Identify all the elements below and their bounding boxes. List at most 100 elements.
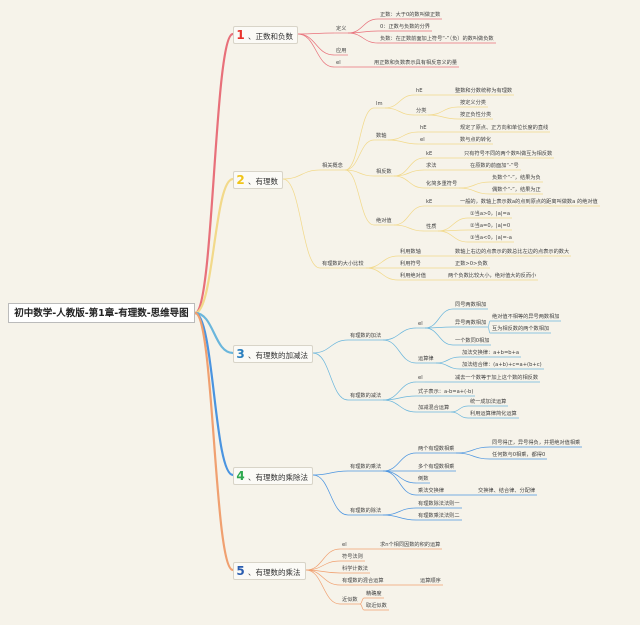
topic-node[interactable]: 式子表示：a-b=a+(-b)	[418, 389, 474, 395]
branch-connector	[424, 327, 454, 346]
branch-connector	[487, 326, 491, 334]
branch-connector	[365, 255, 399, 269]
topic-node[interactable]: 数轴	[376, 133, 387, 139]
branch-connector	[458, 181, 491, 189]
chapter-2-rational-numbers[interactable]: 2、有理数	[233, 171, 283, 189]
topic-node[interactable]: 加法结合律：(a+b)+c=a+(b+c)	[462, 362, 542, 368]
topic-node[interactable]: 统一成加法运算	[470, 399, 507, 405]
root-topic[interactable]: 初中数学-人教版-第1章-有理数-思维导图	[8, 303, 195, 323]
chapter-label: 、有理数	[248, 177, 278, 186]
topic-node[interactable]: 有理数的除法	[350, 508, 382, 514]
topic-node[interactable]: 在原数的前面加“-”号	[470, 163, 519, 169]
topic-node[interactable]: 利用数轴	[400, 249, 421, 255]
topic-node[interactable]: 倒数	[418, 476, 429, 482]
topic-node[interactable]: 数轴上右边的点表示的数总比左边的点表示的数大	[455, 249, 570, 255]
topic-node[interactable]: 相关概念	[322, 163, 343, 169]
branch-connector	[393, 169, 425, 177]
topic-node[interactable]: 有理数乘法法则二	[418, 513, 460, 519]
topic-node[interactable]: 近似数	[342, 597, 358, 603]
topic-node[interactable]: 一个数同0相加	[455, 338, 490, 344]
topic-node[interactable]: 任何数与0相乘，都得0	[492, 452, 546, 458]
topic-node[interactable]: 按定义分类	[460, 100, 486, 106]
topic-node[interactable]: 0：正数与负数的分界	[380, 24, 430, 30]
topic-node[interactable]: 交换律、结合律、分配律	[478, 488, 536, 494]
topic-node[interactable]: ③当a<0，|a|=-a	[470, 235, 512, 241]
topic-node[interactable]: kE	[426, 199, 433, 205]
topic-node[interactable]: 异号两数相加	[455, 320, 487, 326]
branch-connector	[424, 308, 454, 329]
branch-connector	[437, 217, 469, 232]
branch-connector	[427, 106, 459, 116]
topic-node[interactable]: 正数>0>负数	[455, 261, 488, 267]
chapter-label: 、有理数的乘除法	[248, 473, 308, 482]
topic-node[interactable]: 两个负数比较大小，绝对值大的反而小	[448, 273, 537, 279]
topic-node[interactable]: 两个有理数相乘	[418, 446, 455, 452]
topic-node[interactable]: 互为相反数的两个数相加	[492, 326, 550, 332]
topic-node[interactable]: kE	[426, 151, 433, 157]
chapter-1-positive-negative[interactable]: 1、正数和负数	[233, 26, 298, 44]
topic-node[interactable]: 利用运算律简化运算	[470, 411, 517, 417]
topic-node[interactable]: 性质	[426, 224, 437, 230]
chapter-4-multiply-divide[interactable]: 4、有理数的乘除法	[233, 467, 313, 485]
branch-connector	[312, 474, 349, 516]
topic-node[interactable]: 利用符号	[400, 261, 421, 267]
topic-node[interactable]: 有理数的乘法	[350, 464, 382, 470]
topic-node[interactable]: el	[342, 542, 347, 548]
topic-node[interactable]: 多个有理数相乘	[418, 464, 455, 470]
topic-node[interactable]: 有理数的加法	[350, 333, 382, 339]
topic-node[interactable]: 化简多重符号	[426, 181, 458, 187]
topic-node[interactable]: 正数：大于0的数叫做正数	[380, 12, 441, 18]
topic-node[interactable]: 科学计数法	[342, 566, 368, 572]
topic-node[interactable]: lm	[376, 101, 383, 107]
topic-node[interactable]: 求法	[426, 163, 437, 169]
branch-connector	[344, 169, 375, 226]
topic-node[interactable]: hE	[416, 88, 423, 94]
topic-node[interactable]: ①当a>0，|a|=a	[470, 211, 511, 217]
topic-node[interactable]: 规定了原点、正方向和单位长度的直线	[460, 125, 549, 131]
topic-node[interactable]: 绝对值	[376, 218, 392, 224]
topic-node[interactable]: 运算顺序	[420, 578, 441, 584]
topic-node[interactable]: 偶数个“-”，结果为正	[492, 187, 541, 193]
topic-node[interactable]: 有理数除法法则一	[418, 501, 460, 507]
topic-node[interactable]: 同号两数相加	[455, 302, 487, 308]
topic-node[interactable]: 利用绝对值	[400, 273, 426, 279]
topic-node[interactable]: 有理数的减法	[350, 393, 382, 399]
topic-node[interactable]: 负数个“-”，结果为负	[492, 175, 541, 181]
topic-node[interactable]: 只有符号不同的两个数叫做互为相反数	[464, 151, 553, 157]
topic-node[interactable]: 减去一个数等于加上这个数的相反数	[455, 375, 539, 381]
topic-node[interactable]: 乘法交换律	[418, 488, 444, 494]
branch-root-to-chapter-5	[193, 311, 235, 572]
topic-node[interactable]: 整数和分数统称为有理数	[455, 88, 513, 94]
topic-node[interactable]: el	[418, 375, 423, 381]
topic-node[interactable]: 相反数	[376, 169, 392, 175]
topic-node[interactable]: 负数：在正数前面加上符号“-”（负）的数叫做负数	[380, 36, 494, 42]
topic-node[interactable]: 求n个相同因数的积的运算	[380, 542, 441, 548]
topic-node[interactable]: 按正负性分类	[460, 112, 492, 118]
topic-node[interactable]: 分类	[416, 108, 427, 114]
topic-node[interactable]: 精确度	[366, 591, 382, 597]
topic-node[interactable]: 取近似数	[366, 603, 387, 609]
topic-node[interactable]: 绝对值不相等的异号两数相加	[492, 314, 560, 320]
topic-node[interactable]: 数与点的转化	[460, 137, 492, 143]
topic-node[interactable]: 同号得正，异号得负，并把绝对值相乘	[492, 440, 581, 446]
topic-node[interactable]: 运算律	[418, 356, 434, 362]
branch-connector	[359, 597, 365, 605]
branch-connector	[427, 114, 459, 120]
topic-node[interactable]: el	[420, 137, 425, 143]
topic-node[interactable]: 一般的，数轴上表示数a的点到原点的距离叫做数a 的绝对值	[460, 199, 598, 205]
topic-node[interactable]: 用正数和负数表示具有相反意义的量	[374, 60, 458, 66]
topic-node[interactable]: 定义	[336, 26, 347, 32]
branch-connector	[297, 33, 335, 68]
chapter-5-power[interactable]: 5、有理数的乘法	[233, 562, 306, 580]
topic-node[interactable]: el	[418, 321, 423, 327]
topic-node[interactable]: 有理数的大小比较	[322, 261, 364, 267]
topic-node[interactable]: 加法交换律：a+b=b+a	[462, 350, 520, 356]
chapter-3-add-subtract[interactable]: 3、有理数的加减法	[233, 345, 313, 363]
topic-node[interactable]: 加减混合运算	[418, 405, 450, 411]
topic-node[interactable]: 应用	[336, 48, 347, 54]
topic-node[interactable]: ②当a=0，|a|=0	[470, 223, 511, 229]
topic-node[interactable]: 有理数的混合运算	[342, 578, 384, 584]
topic-node[interactable]: hE	[420, 125, 427, 131]
topic-node[interactable]: el	[336, 60, 341, 66]
topic-node[interactable]: 符号法则	[342, 554, 363, 560]
